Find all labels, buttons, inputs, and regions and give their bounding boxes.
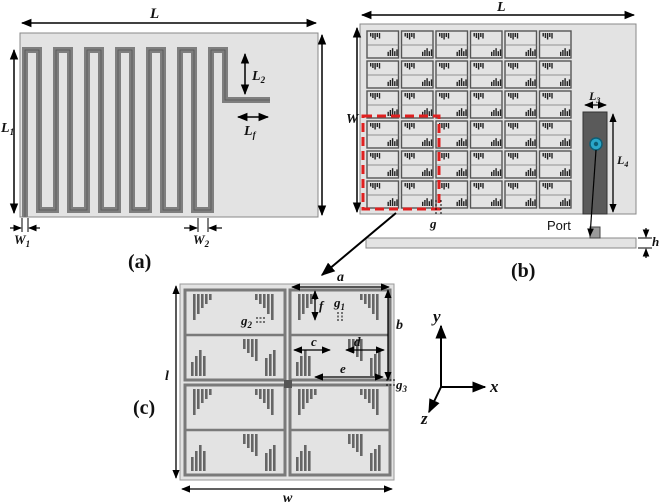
label-l: l xyxy=(165,369,169,384)
port-label: Port xyxy=(547,218,571,233)
label-g1: g1 xyxy=(333,295,345,312)
label-d: d xyxy=(354,334,361,349)
array-cell xyxy=(504,150,538,179)
label-w: w xyxy=(283,491,293,504)
coordinate-axes: y x z xyxy=(420,307,499,428)
label-a: a xyxy=(337,270,344,285)
array-cell xyxy=(400,150,434,179)
array-cell xyxy=(504,30,538,59)
array-cell xyxy=(469,180,503,209)
port-leader xyxy=(587,149,597,237)
array-cell xyxy=(538,120,572,149)
array-cell xyxy=(538,150,572,179)
label-c: c xyxy=(311,334,317,349)
array-cell xyxy=(435,150,469,179)
label-L2: L2 xyxy=(251,69,266,85)
array-cell xyxy=(435,90,469,119)
array-cell xyxy=(400,60,434,89)
caption-c: (c) xyxy=(133,397,155,419)
center-gap xyxy=(284,380,292,388)
z-axis xyxy=(428,386,442,414)
array-cell xyxy=(469,120,503,149)
label-g-b: g xyxy=(429,216,437,231)
array-cell xyxy=(469,90,503,119)
array-cell xyxy=(435,60,469,89)
label-L1: L1 xyxy=(0,121,14,137)
label-Lf: Lf xyxy=(243,124,257,140)
array-cell xyxy=(469,150,503,179)
array-cell xyxy=(469,30,503,59)
array-cell xyxy=(538,30,572,59)
label-W1: W1 xyxy=(14,232,30,249)
label-g3: g3 xyxy=(395,377,408,394)
panel-c: a b f g1 g2 c d e g3 l w (c) xyxy=(133,270,408,504)
label-g2: g2 xyxy=(240,313,253,330)
caption-b: (b) xyxy=(511,260,535,282)
label-L-a: L xyxy=(149,6,159,22)
label-L-b: L xyxy=(496,0,506,15)
array-cell xyxy=(504,90,538,119)
array-cell xyxy=(504,180,538,209)
label-W-b: W xyxy=(346,112,360,127)
array-cell xyxy=(469,60,503,89)
array-cell xyxy=(366,90,400,119)
label-h: h xyxy=(652,234,659,249)
array-cell xyxy=(435,30,469,59)
panel-a: L L1 L2 Lf W1 W2 (a) xyxy=(0,6,327,273)
label-L3: L3 xyxy=(588,89,600,105)
array-cell xyxy=(435,180,469,209)
array-cell xyxy=(366,150,400,179)
array-cell xyxy=(435,120,469,149)
axis-label-x: x xyxy=(489,377,499,396)
label-f: f xyxy=(319,298,325,313)
array-cell xyxy=(366,120,400,149)
axis-label-y: y xyxy=(431,307,441,326)
array-cell xyxy=(504,120,538,149)
label-W2: W2 xyxy=(193,232,210,249)
side-view-substrate xyxy=(365,237,637,249)
array-cell xyxy=(366,30,400,59)
unit-cell-array xyxy=(366,30,572,209)
axis-label-z: z xyxy=(420,409,428,428)
label-e: e xyxy=(340,361,346,376)
panel-b: L W L3 L4 g Port h (b) xyxy=(346,0,659,282)
zoom-arrow xyxy=(320,212,397,276)
label-b: b xyxy=(396,318,403,333)
substrate-a xyxy=(19,32,319,218)
array-cell xyxy=(504,60,538,89)
label-L4: L4 xyxy=(616,153,628,169)
array-cell xyxy=(366,60,400,89)
array-cell xyxy=(400,30,434,59)
array-cell xyxy=(538,60,572,89)
array-cell xyxy=(400,120,434,149)
array-cell xyxy=(538,180,572,209)
unit-cell-detail xyxy=(183,288,392,477)
array-cell xyxy=(400,90,434,119)
side-view-port xyxy=(589,226,601,239)
caption-a: (a) xyxy=(128,251,151,273)
array-cell xyxy=(538,90,572,119)
